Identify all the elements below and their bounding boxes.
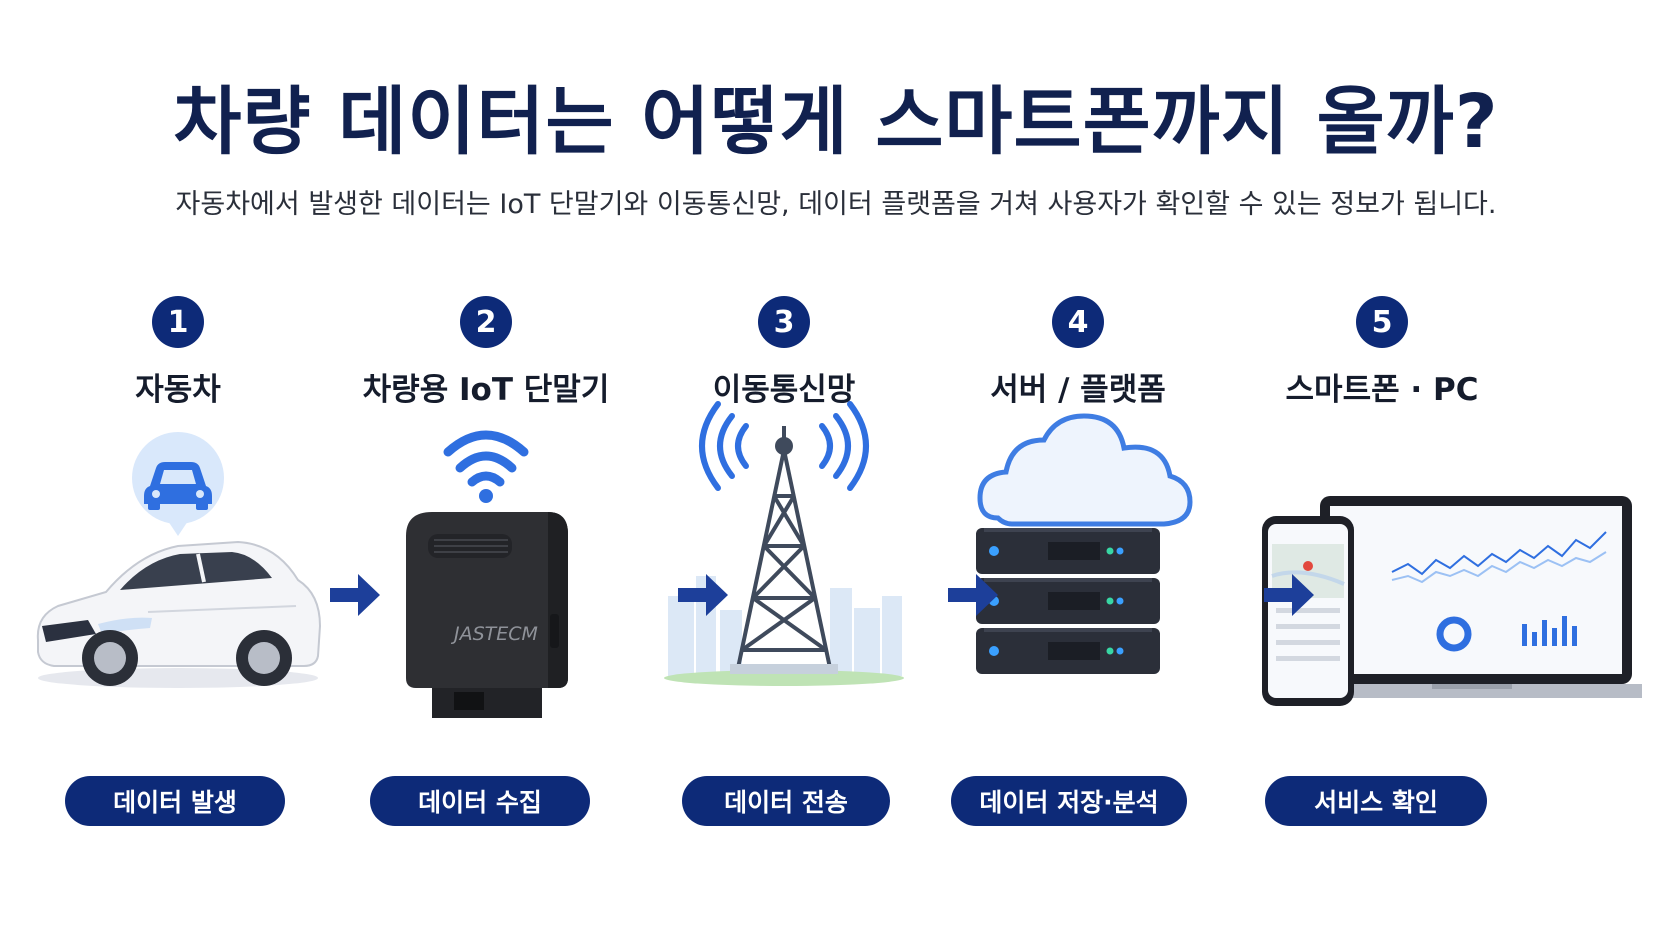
arrow-right-icon [1264,574,1314,616]
step-label: 차량용 IoT 단말기 [362,372,610,408]
step-pill: 서비스 확인 [1265,776,1487,826]
device-brand: JASTECM [450,623,538,645]
page-title: 차량 데이터는 어떻게 스마트폰까지 올까? [173,79,1499,165]
server-cloud-icon [976,413,1193,674]
phone-laptop-icon [1262,496,1642,706]
step-number: 3 [758,296,810,348]
step-number: 1 [152,296,204,348]
step-pill: 데이터 발생 [65,776,285,826]
step-number: 2 [460,296,512,348]
step-label: 이동통신망 [712,372,856,408]
step-devices: 5 스마트폰 · PC 서비스 확인 [1232,0,1642,941]
step-number: 4 [1052,296,1104,348]
step-pill: 데이터 저장·분석 [951,776,1187,826]
page-subtitle: 자동차에서 발생한 데이터는 IoT 단말기와 이동통신망, 데이터 플랫폼을 … [175,189,1497,220]
car-icon [36,432,322,688]
step-label: 자동차 [135,372,221,408]
iot-device-icon: JASTECM [406,430,568,718]
step-iot-device: 2 차량용 IoT 단말기 JASTECM 데이터 수집 [336,0,636,941]
arrow-right-icon [948,574,998,616]
step-server: 4 서버 / 플랫폼 데이터 저장·분석 [928,0,1228,941]
step-pill: 데이터 수집 [370,776,590,826]
step-label: 서버 / 플랫폼 [990,372,1166,408]
arrow-right-icon [330,574,380,616]
cell-tower-icon [664,401,904,686]
step-pill: 데이터 전송 [682,776,890,826]
step-car: 1 자동차 데이터 발생 [28,0,328,941]
step-network: 3 이동통신망 [634,0,934,941]
step-label: 스마트폰 · PC [1285,372,1479,408]
arrow-right-icon [678,574,728,616]
step-number: 5 [1356,296,1408,348]
